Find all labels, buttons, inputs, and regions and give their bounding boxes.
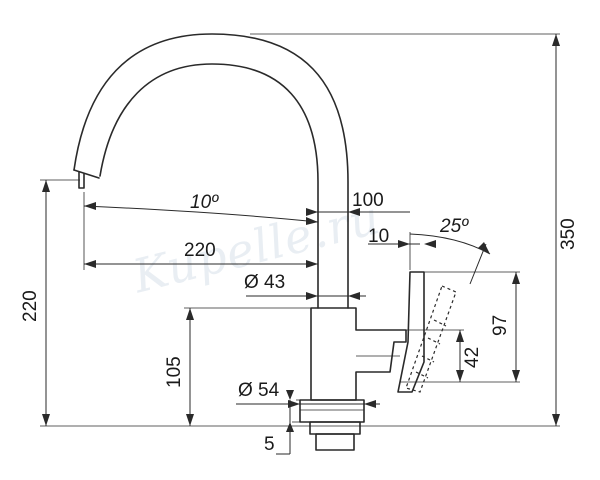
lever-open-hatch	[415, 319, 447, 379]
dimension-labels: 10º 100 220 25º 10 Ø 43 Ø 54 5 350 220 1…	[20, 190, 579, 455]
label-base-thickness: 5	[264, 434, 275, 455]
label-spout-reach: 220	[184, 240, 216, 261]
spout-tip	[73, 169, 100, 179]
faucet-outline	[73, 33, 457, 451]
faucet-body	[310, 307, 407, 401]
base-nut	[315, 433, 355, 451]
label-outlet-height: 220	[20, 290, 41, 322]
spout-inner-curve	[99, 63, 319, 309]
label-spout-angle: 10º	[190, 192, 219, 213]
spout-outer-curve	[73, 33, 349, 309]
label-spout-offset: 100	[352, 190, 384, 211]
label-body-height: 105	[164, 356, 185, 388]
label-overall-height: 350	[558, 218, 579, 250]
base-flange	[309, 421, 361, 435]
label-lever-height: 97	[490, 315, 511, 336]
dimension-lines	[42, 34, 560, 455]
base-ring	[299, 399, 365, 423]
label-lever-pivot: 42	[462, 347, 483, 368]
extension-lines	[40, 33, 560, 427]
label-lever-angle: 25º	[439, 216, 469, 237]
lever-open-dashed	[405, 285, 457, 393]
label-base-diameter: Ø 54	[238, 380, 280, 401]
label-lever-offset: 10	[368, 226, 389, 247]
label-body-diameter: Ø 43	[244, 272, 285, 293]
